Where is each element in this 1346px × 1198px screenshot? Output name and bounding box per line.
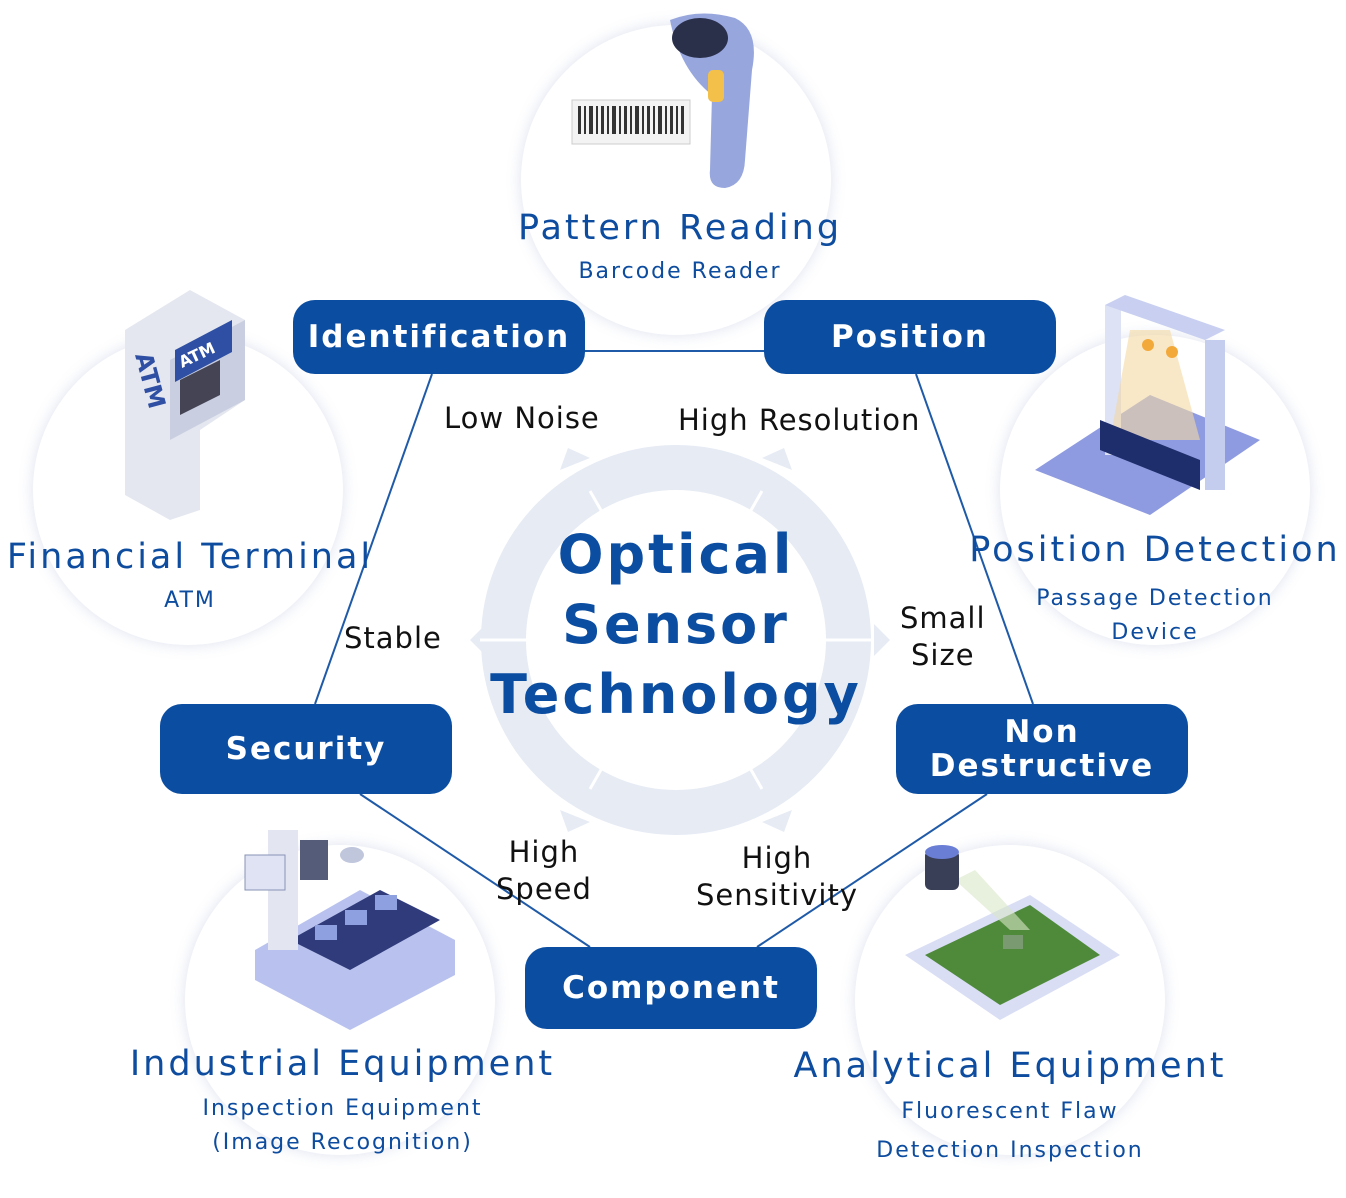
component-pill: Component (525, 947, 817, 1029)
feature-line: Speed (496, 872, 592, 906)
flaw-detection-icon (905, 845, 1120, 1020)
security-pill: Security (160, 704, 452, 794)
sub-line: Passage Detection (1036, 586, 1274, 611)
center-title: Optical Sensor Technology (476, 520, 876, 730)
pill-line: Destructive (929, 748, 1155, 784)
center-title-line: Technology (490, 663, 862, 726)
sub-line: Device (1111, 620, 1199, 645)
feature-high-resolution: High Resolution (678, 403, 921, 437)
feature-line: High (508, 835, 580, 869)
atm-icon: ATM ATM (125, 290, 245, 520)
industrial-equipment-title: Industrial Equipment (129, 1044, 556, 1084)
center-title-line: Optical (557, 523, 795, 586)
line-nondestructive-component (756, 793, 988, 948)
sub-line: Detection Inspection (876, 1138, 1144, 1163)
financial-terminal-sub: ATM (164, 588, 216, 613)
pattern-reading-circle (521, 25, 831, 335)
line-identification-security (314, 373, 433, 705)
feature-low-noise: Low Noise (444, 401, 600, 435)
industrial-equipment-sub: Inspection Equipment (Image Recognition) (120, 1092, 565, 1160)
feature-line: Size (911, 638, 975, 672)
sub-line: Fluorescent Flaw (901, 1099, 1119, 1124)
center-ring (470, 445, 890, 835)
position-pill: Position (764, 300, 1056, 374)
pattern-reading-sub: Barcode Reader (578, 259, 782, 284)
feature-line: High (741, 841, 813, 875)
pattern-reading-title: Pattern Reading (517, 208, 843, 248)
feature-line: Small (900, 601, 986, 635)
center-title-line: Sensor (562, 593, 790, 656)
passage-detection-icon (1035, 295, 1260, 515)
position-detection-sub: Passage Detection Device (960, 582, 1346, 650)
hexagon-lines (314, 350, 1034, 948)
position-detection-title: Position Detection (969, 530, 1341, 570)
feature-high-speed: High Speed (496, 834, 592, 908)
barcode-scanner-icon (571, 13, 754, 189)
line-position-nondestructive (915, 373, 1034, 705)
feature-stable: Stable (344, 621, 442, 655)
non-destructive-pill: Non Destructive (896, 704, 1188, 794)
sub-line: Inspection Equipment (202, 1096, 483, 1121)
line-security-component (359, 793, 591, 948)
identification-pill: Identification (293, 300, 585, 374)
financial-terminal-title: Financial Terminal (6, 537, 374, 577)
feature-line: Sensitivity (696, 878, 858, 912)
feature-small-size: Small Size (900, 600, 986, 674)
pill-line: Non (1004, 714, 1080, 750)
analytical-equipment-title: Analytical Equipment (793, 1046, 1227, 1086)
inspection-equipment-icon (244, 830, 455, 1030)
analytical-equipment-sub: Fluorescent Flaw Detection Inspection (785, 1092, 1235, 1170)
sub-line: (Image Recognition) (212, 1130, 473, 1155)
feature-high-sensitivity: High Sensitivity (696, 840, 858, 914)
